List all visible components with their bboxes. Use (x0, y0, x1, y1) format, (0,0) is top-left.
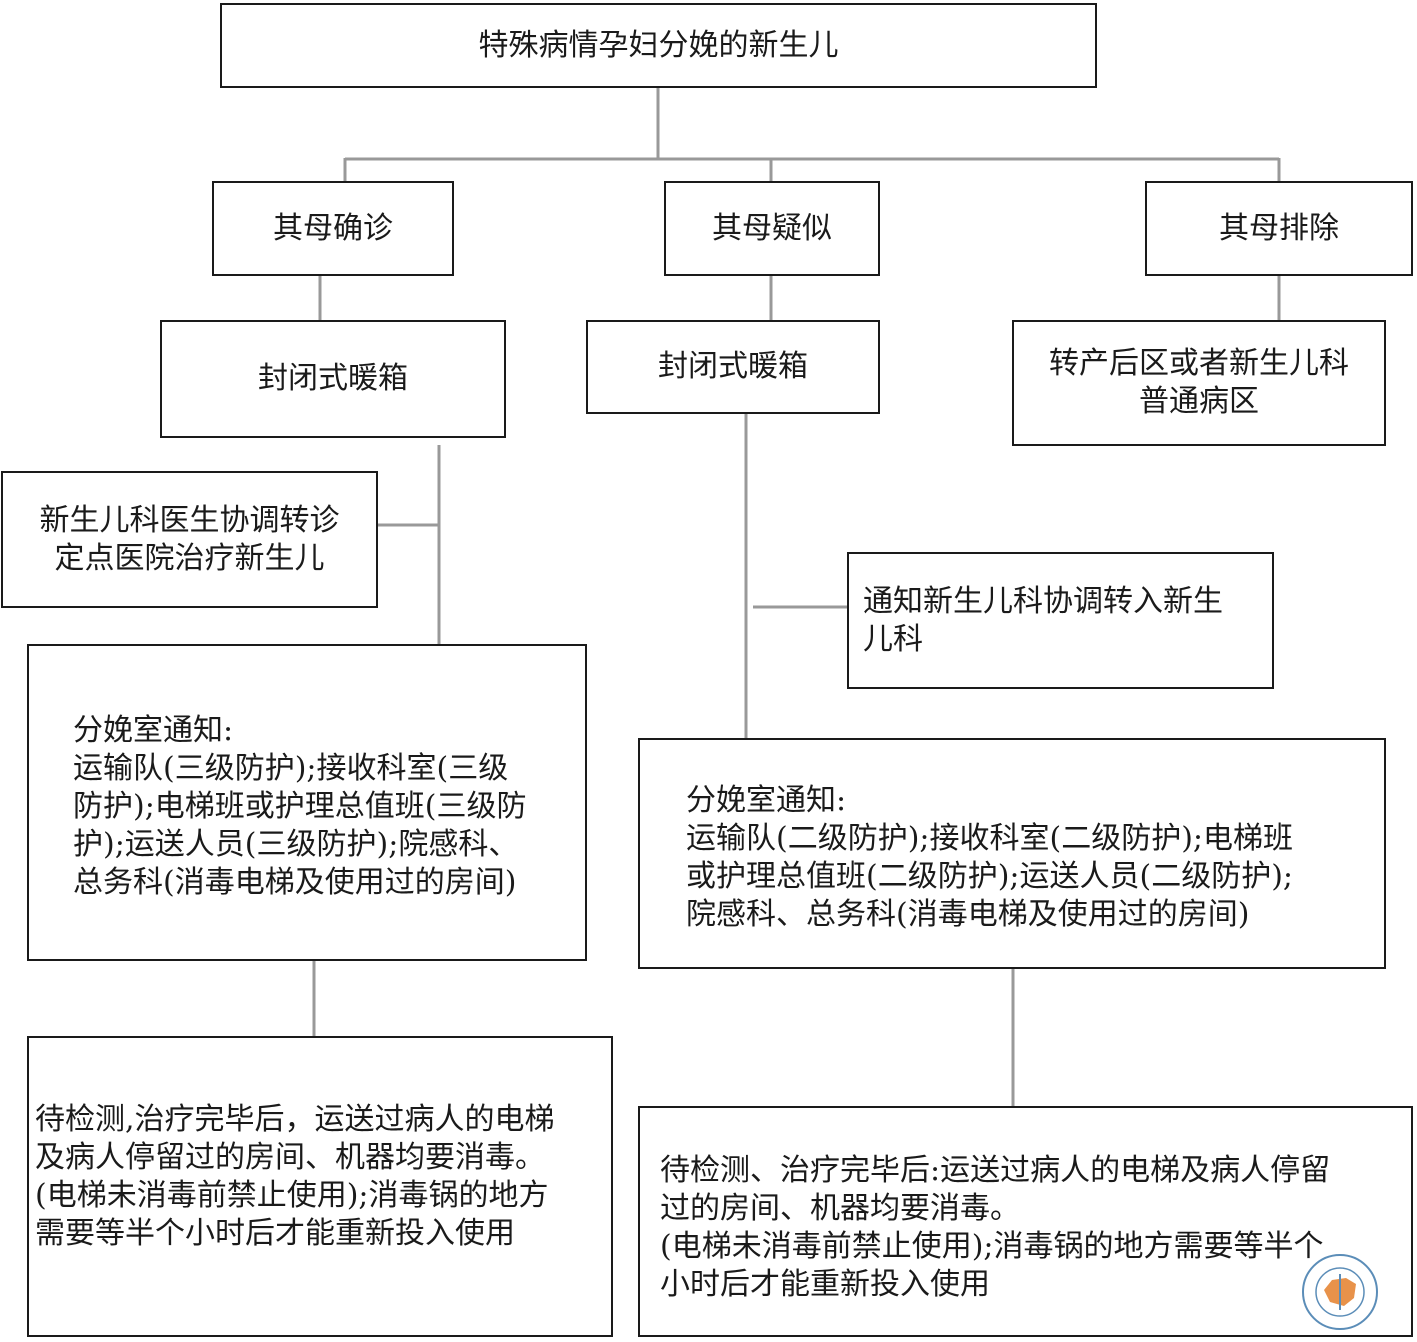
node-confirmed-after: 待检测,治疗完毕后，运送过病人的电梯 及病人停留过的房间、机器均要消毒。 (电梯… (27, 1036, 613, 1337)
node-suspected-incubator: 封闭式暖箱 (586, 320, 880, 414)
node-suspected-after: 待检测、治疗完毕后:运送过病人的电梯及病人停留 过的房间、机器均要消毒。 (电梯… (638, 1106, 1413, 1337)
association-logo (1302, 1254, 1378, 1330)
node-excluded: 其母排除 (1145, 181, 1413, 276)
root-node: 特殊病情孕妇分娩的新生儿 (220, 3, 1097, 88)
node-suspected-notify-neonatal: 通知新生儿科协调转入新生 儿科 (847, 552, 1274, 689)
node-excluded-transfer: 转产后区或者新生儿科 普通病区 (1012, 320, 1386, 446)
node-confirmed-notify: 分娩室通知: 运输队(三级防护);接收科室(三级 防护);电梯班或护理总值班(三… (27, 644, 587, 961)
node-confirmed-referral: 新生儿科医生协调转诊 定点医院治疗新生儿 (1, 471, 378, 608)
node-confirmed: 其母确诊 (212, 181, 454, 276)
node-suspected-notify: 分娩室通知: 运输队(二级防护);接收科室(二级防护);电梯班 或护理总值班(二… (638, 738, 1386, 969)
node-confirmed-incubator: 封闭式暖箱 (160, 320, 506, 438)
node-suspected: 其母疑似 (664, 181, 880, 276)
